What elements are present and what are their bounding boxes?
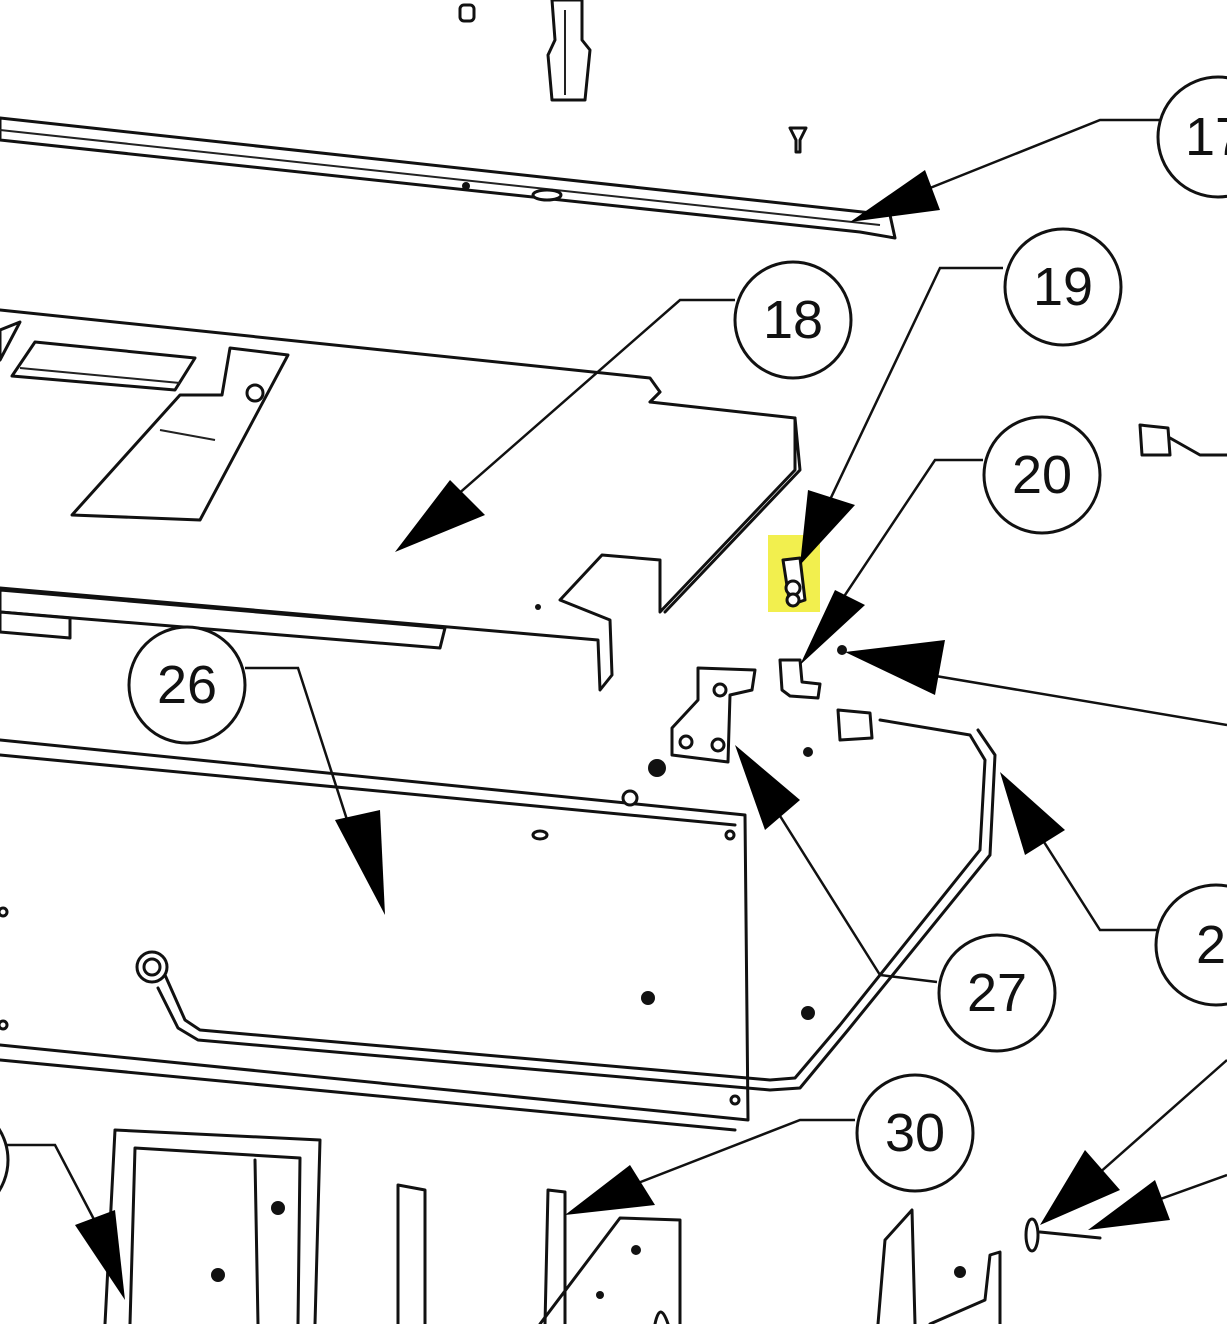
- fittings-part-19-20: [778, 556, 847, 700]
- callout-26: 26: [127, 625, 247, 745]
- callout-label: 19: [1033, 257, 1093, 317]
- callout-19: 19: [1003, 227, 1123, 347]
- callout-label: 20: [1012, 445, 1072, 505]
- callout-label: 27: [967, 963, 1027, 1023]
- callout-label: 26: [157, 655, 217, 715]
- callout-label: 18: [763, 290, 823, 350]
- top-fasteners: [458, 0, 808, 154]
- callout-17: 17: [1156, 75, 1227, 199]
- leader-lines: [0, 118, 1227, 1300]
- callout-27: 27: [937, 933, 1057, 1053]
- callout-30: 30: [855, 1073, 975, 1193]
- bracket-part-27: [670, 666, 757, 764]
- lower-panel-part-26: [0, 738, 815, 1132]
- callout-partial-left: [0, 1127, 10, 1193]
- rail-part-17: [0, 116, 897, 240]
- callout-label: 30: [885, 1103, 945, 1163]
- top-panel-part-18: [0, 308, 802, 692]
- callout-label: 17: [1185, 107, 1227, 167]
- callout-label: 25: [1196, 915, 1227, 975]
- callout-18: 18: [733, 260, 853, 380]
- bottom-parts: [103, 1128, 1102, 1324]
- callout-20: 20: [982, 415, 1102, 535]
- callout-25: 25: [1154, 883, 1227, 1007]
- pipe-part-25: [135, 423, 1227, 1092]
